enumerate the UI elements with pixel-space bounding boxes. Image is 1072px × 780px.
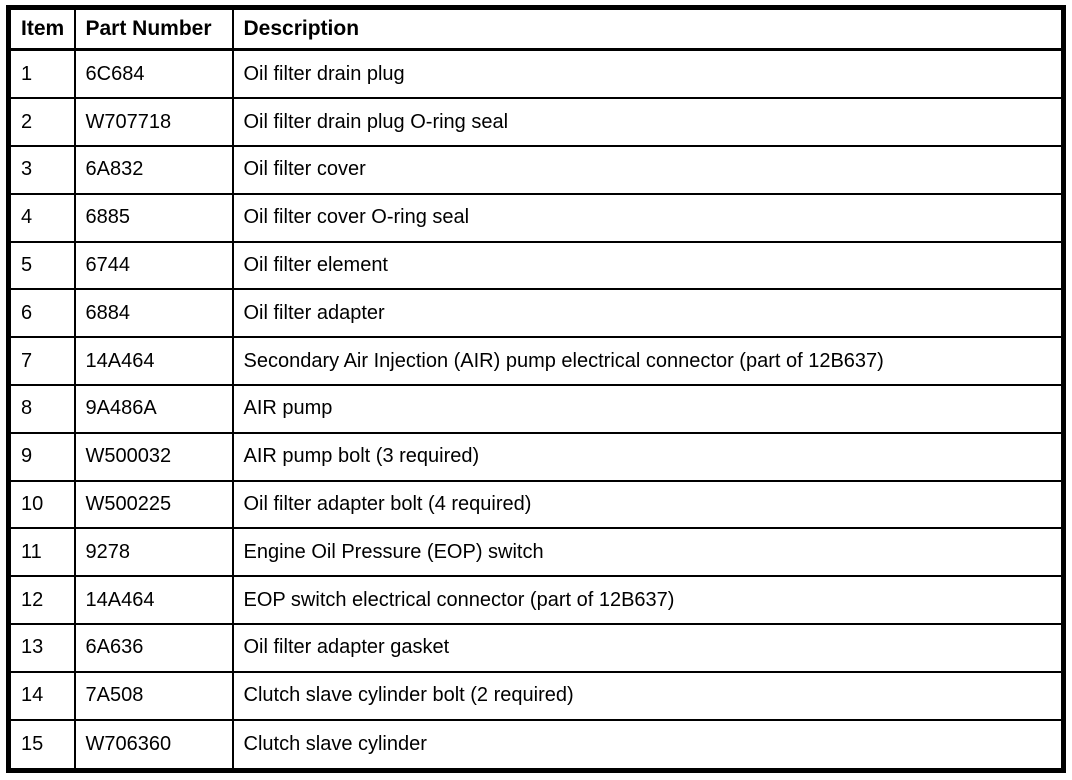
table-row: 14 7A508 Clutch slave cylinder bolt (2 r… [7, 670, 1065, 721]
parts-table: Item Part Number Description 1 6C684 Oil… [6, 5, 1066, 773]
part-number-cell: 6744 [73, 240, 234, 291]
item-cell: 2 [7, 97, 76, 148]
part-number-cell: W500225 [73, 479, 234, 530]
table-row: 13 6A636 Oil filter adapter gasket [7, 623, 1065, 673]
table-row: 6 6884 Oil filter adapter [7, 288, 1065, 339]
part-number-cell: 6A832 [73, 145, 234, 195]
header-row: Item Part Number Description [7, 6, 1065, 51]
part-number-cell: 9278 [73, 527, 234, 578]
item-cell: 15 [7, 718, 76, 772]
description-cell: Oil filter cover [231, 145, 1065, 195]
table-row: 7 14A464 Secondary Air Injection (AIR) p… [7, 336, 1065, 387]
description-cell: Oil filter drain plug [231, 48, 1065, 100]
description-cell: AIR pump bolt (3 required) [231, 431, 1065, 482]
table-row: 4 6885 Oil filter cover O-ring seal [7, 192, 1065, 243]
item-cell: 7 [7, 336, 76, 387]
table-row: 12 14A464 EOP switch electrical connecto… [7, 575, 1065, 626]
part-number-cell: 9A486A [73, 384, 234, 434]
part-number-cell: W706360 [73, 718, 234, 772]
table-body: 1 6C684 Oil filter drain plug 2 W707718 … [7, 48, 1065, 772]
table-row: 1 6C684 Oil filter drain plug [7, 48, 1065, 100]
description-cell: Oil filter drain plug O-ring seal [231, 97, 1065, 148]
table-row: 11 9278 Engine Oil Pressure (EOP) switch [7, 527, 1065, 578]
description-cell: Oil filter adapter gasket [231, 623, 1065, 673]
description-cell: AIR pump [231, 384, 1065, 434]
header-part-number: Part Number [73, 6, 234, 51]
item-cell: 1 [7, 48, 76, 100]
item-cell: 11 [7, 527, 76, 578]
item-cell: 8 [7, 384, 76, 434]
header-description: Description [231, 6, 1065, 51]
description-cell: EOP switch electrical connector (part of… [231, 575, 1065, 626]
part-number-cell: 6884 [73, 288, 234, 339]
table-header: Item Part Number Description [7, 6, 1065, 51]
description-cell: Oil filter adapter bolt (4 required) [231, 479, 1065, 530]
item-cell: 12 [7, 575, 76, 626]
description-cell: Engine Oil Pressure (EOP) switch [231, 527, 1065, 578]
table-row: 15 W706360 Clutch slave cylinder [7, 718, 1065, 772]
item-cell: 5 [7, 240, 76, 291]
part-number-cell: W500032 [73, 431, 234, 482]
part-number-cell: 14A464 [73, 336, 234, 387]
part-number-cell: 6C684 [73, 48, 234, 100]
description-cell: Oil filter element [231, 240, 1065, 291]
item-cell: 14 [7, 670, 76, 721]
part-number-cell: 7A508 [73, 670, 234, 721]
table-row: 10 W500225 Oil filter adapter bolt (4 re… [7, 479, 1065, 530]
description-cell: Oil filter adapter [231, 288, 1065, 339]
part-number-cell: 14A464 [73, 575, 234, 626]
description-cell: Oil filter cover O-ring seal [231, 192, 1065, 243]
table-row: 9 W500032 AIR pump bolt (3 required) [7, 431, 1065, 482]
header-item: Item [7, 6, 76, 51]
item-cell: 10 [7, 479, 76, 530]
table-row: 5 6744 Oil filter element [7, 240, 1065, 291]
table-row: 8 9A486A AIR pump [7, 384, 1065, 434]
item-cell: 6 [7, 288, 76, 339]
part-number-cell: W707718 [73, 97, 234, 148]
part-number-cell: 6A636 [73, 623, 234, 673]
item-cell: 9 [7, 431, 76, 482]
description-cell: Clutch slave cylinder bolt (2 required) [231, 670, 1065, 721]
table-row: 3 6A832 Oil filter cover [7, 145, 1065, 195]
item-cell: 4 [7, 192, 76, 243]
table-row: 2 W707718 Oil filter drain plug O-ring s… [7, 97, 1065, 148]
description-cell: Secondary Air Injection (AIR) pump elect… [231, 336, 1065, 387]
description-cell: Clutch slave cylinder [231, 718, 1065, 772]
item-cell: 13 [7, 623, 76, 673]
part-number-cell: 6885 [73, 192, 234, 243]
item-cell: 3 [7, 145, 76, 195]
